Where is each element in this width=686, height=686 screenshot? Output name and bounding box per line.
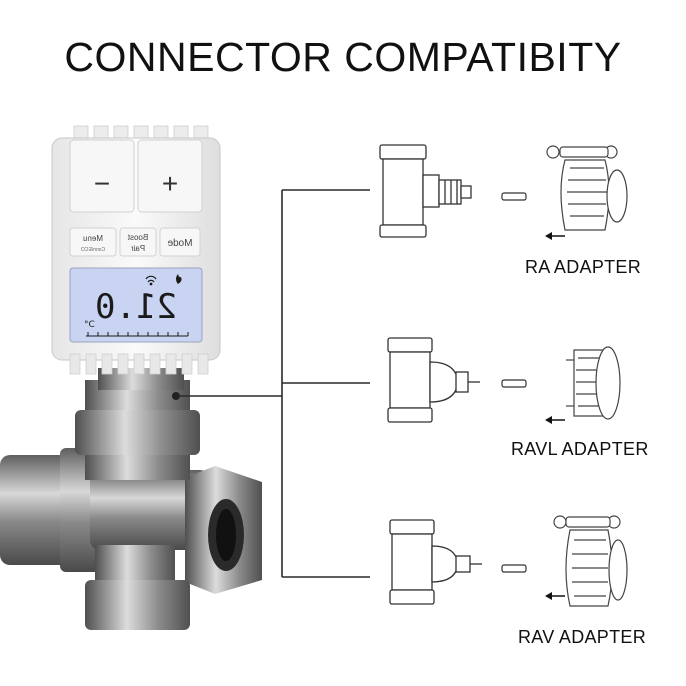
ravl-adapter-drawing	[566, 346, 621, 420]
lcd-scale	[86, 332, 189, 337]
rav-valve-drawing	[389, 519, 482, 605]
ravl-valve-drawing	[387, 337, 480, 423]
svg-text:Mode: Mode	[167, 238, 192, 249]
flame-icon	[176, 274, 182, 284]
plus-icon: +	[162, 168, 178, 199]
svg-text:Boost: Boost	[127, 233, 148, 242]
ra-pin	[501, 192, 527, 201]
ravl-adapter-label: RAVL ADAPTER	[511, 439, 649, 459]
plus-button[interactable]: +	[137, 139, 203, 213]
rav-adapter-label: RAV ADAPTER	[518, 627, 646, 647]
arrow-icon	[545, 416, 565, 424]
svg-text:Conn/ECO: Conn/ECO	[81, 247, 105, 253]
rav-adapter-drawing	[553, 515, 628, 607]
arrow-icon	[545, 592, 565, 600]
ra-adapter-drawing	[546, 145, 628, 231]
minus-icon: −	[94, 168, 110, 199]
lcd-display: 21.0 °C	[69, 267, 203, 343]
connector-lines	[172, 189, 370, 578]
temperature-readout: 21.0	[95, 287, 177, 327]
pair-boost-button[interactable]: Boost Pair	[119, 227, 157, 257]
svg-text:Pair: Pair	[131, 244, 146, 253]
mode-button[interactable]: Mode	[159, 227, 201, 257]
unit-readout: °C	[84, 320, 95, 330]
valve-body	[0, 368, 262, 630]
wifi-icon	[145, 275, 157, 286]
menu-button[interactable]: Menu Conn/ECO	[69, 227, 117, 257]
svg-text:Menu: Menu	[83, 234, 103, 243]
ravl-pin	[501, 379, 527, 388]
ra-adapter-label: RA ADAPTER	[525, 257, 642, 277]
arrow-icon	[545, 232, 565, 240]
rav-pin	[501, 564, 527, 573]
ra-valve-drawing	[379, 144, 472, 238]
minus-button[interactable]: −	[69, 139, 135, 213]
page-title: CONNECTOR COMPATIBITY	[64, 34, 622, 80]
